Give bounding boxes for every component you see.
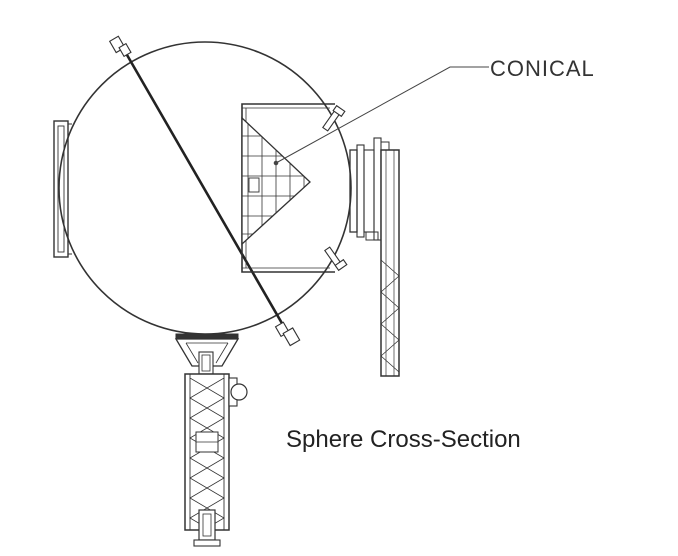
- conical-callout-label: CONICAL: [490, 56, 595, 81]
- conical-port-box: [241, 103, 335, 273]
- lower-right-bolt: [324, 246, 348, 272]
- bottom-clamp: [274, 321, 301, 347]
- upper-right-bolt: [322, 104, 346, 132]
- left-port: [53, 120, 72, 258]
- diagram-caption: Sphere Cross-Section: [286, 426, 521, 453]
- bottom-collar: [174, 333, 240, 375]
- right-mounting-bracket: [380, 149, 400, 377]
- diagonal-baffle-rod: [108, 35, 301, 347]
- handle-post: [184, 373, 248, 547]
- callout-leader: [273, 66, 489, 166]
- right-port-flange: [349, 137, 390, 241]
- top-clamp: [108, 35, 132, 58]
